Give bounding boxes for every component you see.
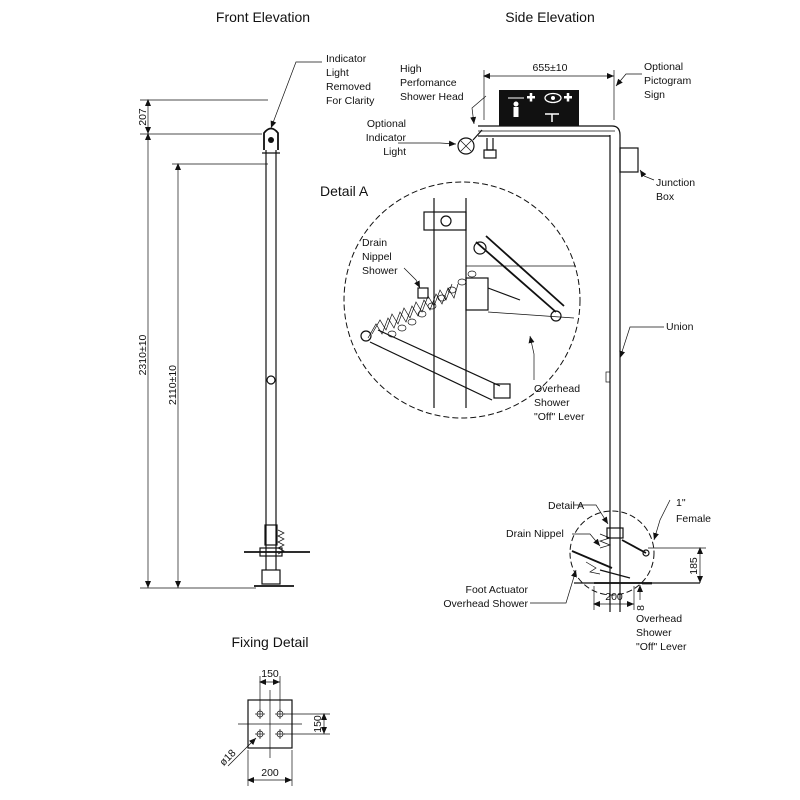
detail-a-title: Detail A [320,183,369,199]
shower-person-icon [508,97,524,117]
svg-text:Drain: Drain [362,237,387,249]
svg-text:Foot Actuator: Foot Actuator [466,584,529,596]
dim-2110: 2110±10 [167,365,179,405]
shower-head-label: High Perfomance Shower Head [400,63,464,103]
detail-a-ref: Detail A [548,500,584,512]
svg-text:Shower: Shower [362,265,398,277]
drain-nippel-label: Drain Nippel [506,528,564,540]
svg-text:High: High [400,63,422,75]
fixing-detail [227,676,330,786]
svg-text:Indicator: Indicator [366,132,407,144]
svg-text:Optional: Optional [644,61,683,73]
svg-text:Nippel: Nippel [362,251,392,263]
front-elevation [140,61,322,589]
foot-actuator-label: Foot Actuator Overhead Shower [443,584,528,610]
junction-box-label: Junction Box [656,177,695,203]
pictogram-sign-label: Optional Pictogram Sign [644,61,692,101]
dim-655: 655±10 [533,62,568,74]
svg-text:Perfomance: Perfomance [400,77,457,89]
indicator-removed-note: Indicator Light Removed For Clarity [326,53,375,107]
svg-text:Female: Female [676,513,711,525]
indicator-light-label: Optional Indicator Light [366,118,407,158]
off-lever-label: Overhead Shower "Off" Lever [636,613,687,653]
svg-text:"Off" Lever: "Off" Lever [636,641,687,653]
svg-text:Light: Light [326,67,349,79]
svg-text:Removed: Removed [326,81,371,93]
svg-text:Optional: Optional [367,118,406,130]
svg-text:Sign: Sign [644,89,665,101]
detail-drain-label: Drain Nippel Shower [362,237,398,277]
union-label: Union [666,321,694,333]
dim-200-side: 200 [605,591,623,603]
dim-185: 185 [688,557,700,575]
svg-text:Overhead Shower: Overhead Shower [443,598,528,610]
dim-2310: 2310±10 [137,334,149,375]
svg-text:Overhead: Overhead [534,383,580,395]
dim-8: 8 [635,605,647,611]
eye-wash-icon [544,92,562,122]
svg-text:For Clarity: For Clarity [326,95,375,107]
svg-text:Junction: Junction [656,177,695,189]
svg-text:Box: Box [656,191,675,203]
fixing-detail-title: Fixing Detail [231,634,308,650]
svg-text:Indicator: Indicator [326,53,367,65]
svg-text:"Off" Lever: "Off" Lever [534,411,585,423]
dim-207: 207 [137,108,149,126]
front-elevation-title: Front Elevation [216,9,310,25]
svg-text:1": 1" [676,497,686,509]
female-label: 1" Female [676,497,711,525]
svg-text:Shower: Shower [636,627,672,639]
fixing-hole-dia: ø18 [217,747,238,768]
detail-off-lever-label: Overhead Shower "Off" Lever [534,383,585,423]
svg-text:Shower: Shower [534,397,570,409]
svg-text:Pictogram: Pictogram [644,75,692,87]
svg-text:Overhead: Overhead [636,613,682,625]
side-elevation [398,70,706,612]
side-elevation-title: Side Elevation [505,9,595,25]
first-aid-cross-icon [527,93,572,102]
svg-text:Light: Light [383,146,406,158]
fixing-dim-150-side: 150 [312,715,324,733]
svg-text:Shower Head: Shower Head [400,91,464,103]
fixing-dim-150-top: 150 [261,668,279,680]
detail-a [343,181,581,419]
fixing-dim-200: 200 [261,767,279,779]
